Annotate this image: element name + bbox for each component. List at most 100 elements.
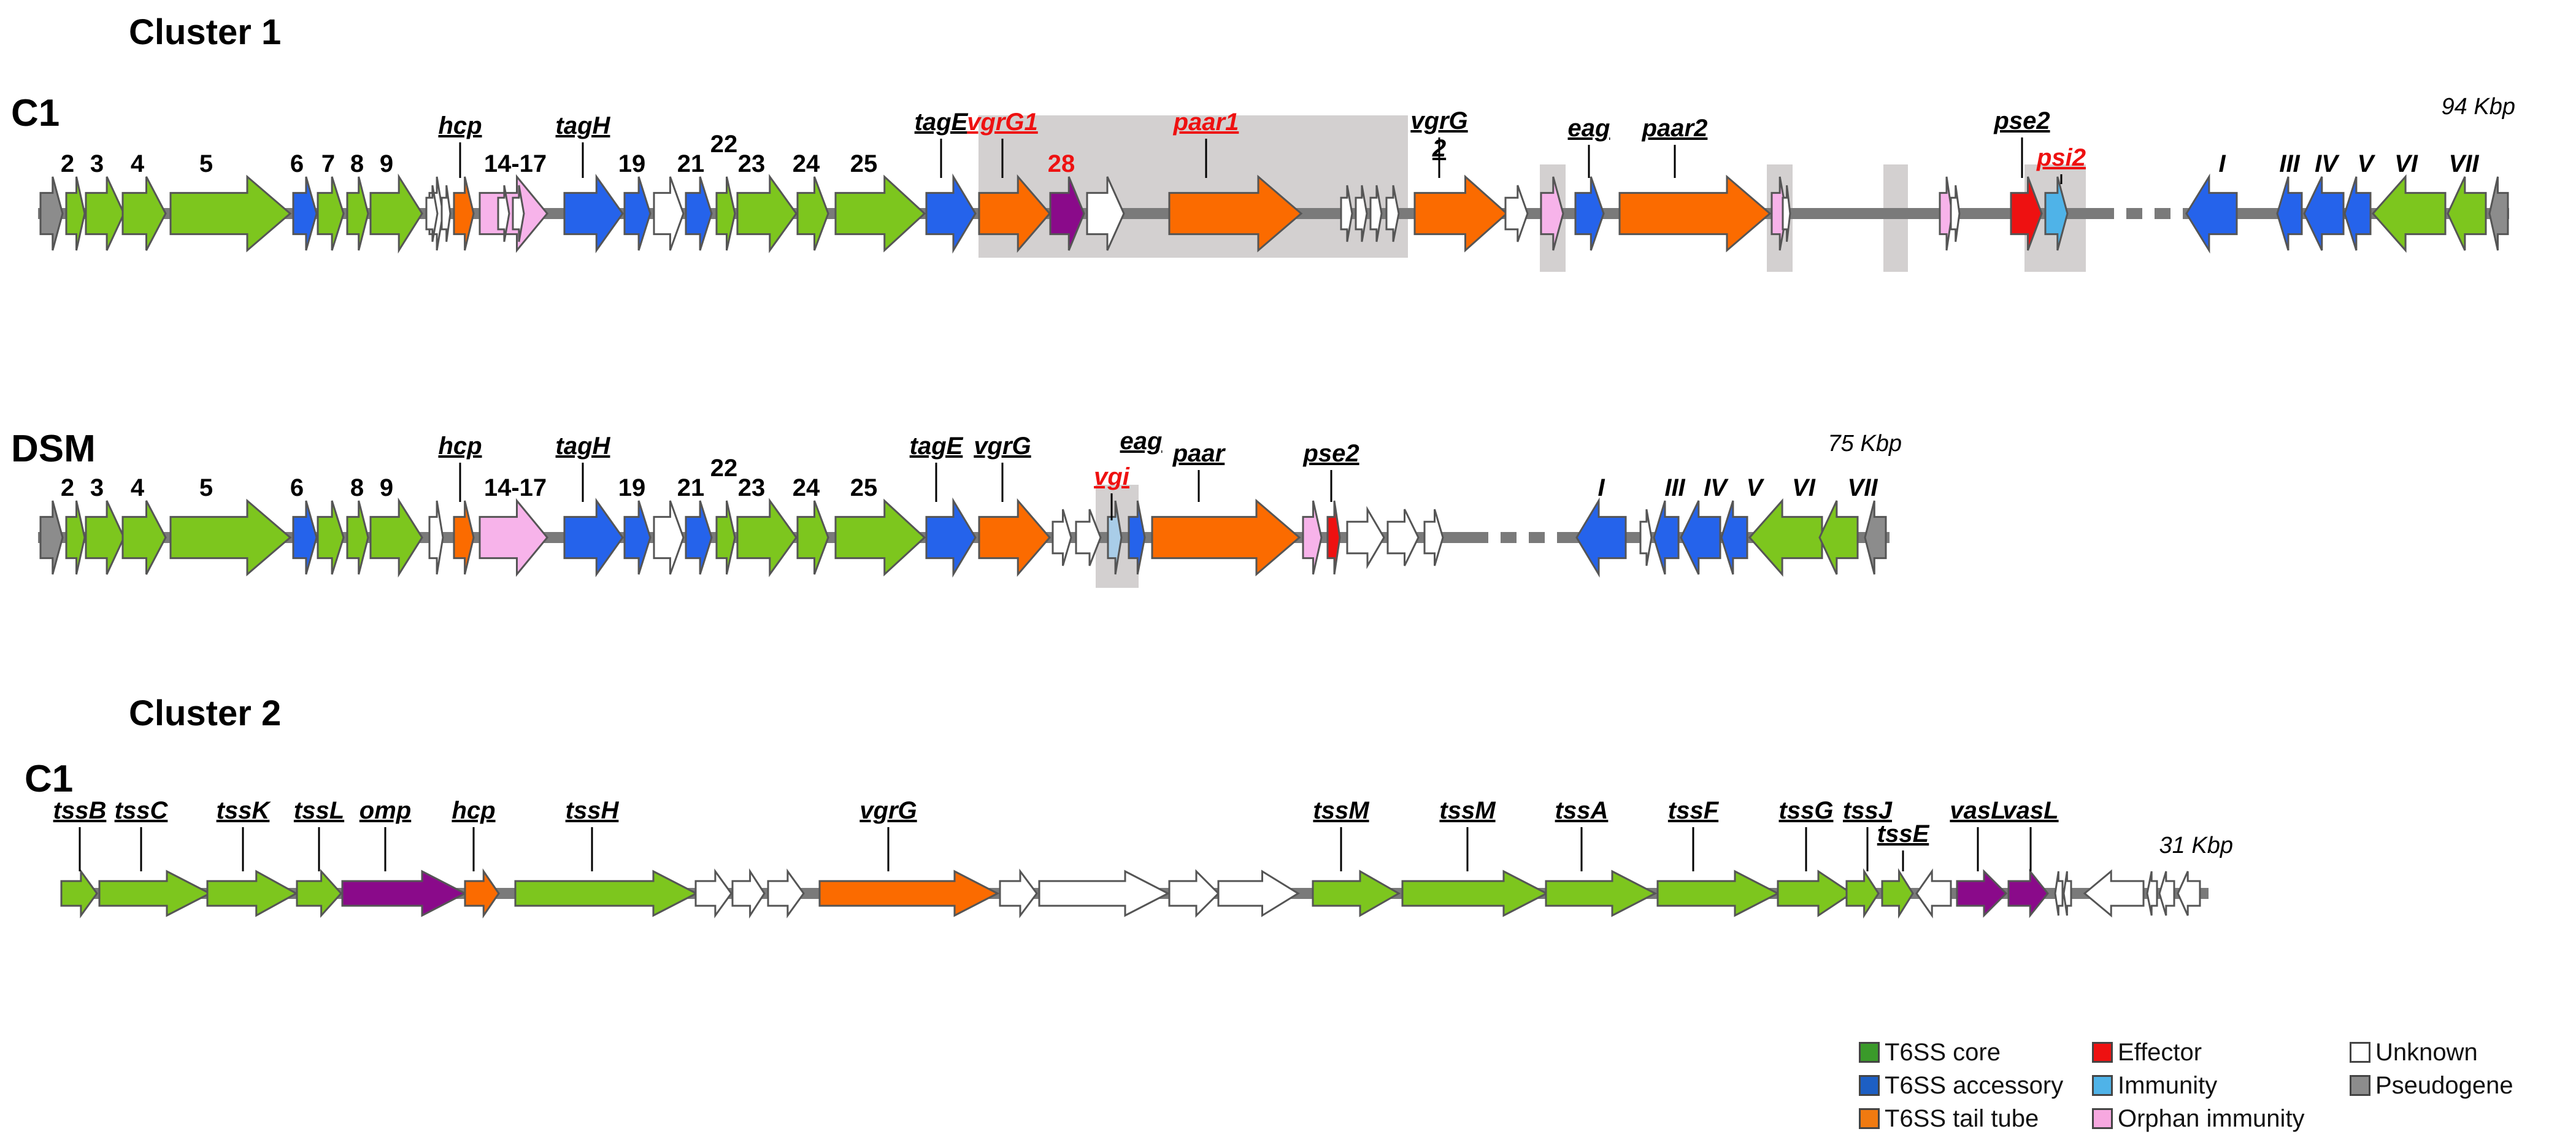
gene-name-callout: tssG xyxy=(1779,797,1834,824)
cluster-1-title: Cluster 1 xyxy=(129,12,281,52)
gene-arrow-core xyxy=(317,176,345,251)
gene-arrow-accessory xyxy=(1574,176,1605,251)
gene-name-callout: hcp xyxy=(438,433,482,460)
gene-arrow-accessory xyxy=(2276,176,2303,251)
gene-arrow-purple xyxy=(1049,176,1085,251)
gene-arrow-core xyxy=(346,176,369,251)
gene-arrow-pseudo xyxy=(2488,176,2509,251)
gene-number-label: 2 xyxy=(61,474,74,501)
gene-name-callout: 2 xyxy=(1432,135,1446,162)
legend-swatch-immunity xyxy=(2092,1075,2113,1096)
gene-arrow-unknown xyxy=(1217,869,1300,917)
gene-arrow-core xyxy=(85,176,125,251)
gene-arrow-unknown xyxy=(1915,868,1952,919)
gene-number-label: 22 xyxy=(710,131,738,158)
gene-arrow-unknown xyxy=(512,185,525,242)
gene-arrow-core xyxy=(2371,174,2447,253)
gene-arrow-unknown xyxy=(1340,185,1353,242)
legend-label-effector: Effector xyxy=(2118,1038,2202,1066)
gene-arrow-core xyxy=(65,500,86,575)
gene-arrow-orphan xyxy=(479,498,548,577)
legend-item-unknown: Unknown xyxy=(2350,1037,2478,1068)
legend-label-immunity: Immunity xyxy=(2118,1071,2218,1099)
gene-arrow-core xyxy=(736,174,798,253)
gene-arrow-core xyxy=(346,500,369,575)
gene-arrow-accessory xyxy=(925,173,977,254)
gene-arrow-pseudo xyxy=(39,500,64,575)
gene-arrow-unknown xyxy=(1346,506,1385,569)
gene-name-callout: tssA xyxy=(1555,797,1609,824)
gene-arrow-core xyxy=(317,500,345,575)
gene-number-label: VI xyxy=(2394,150,2418,177)
gene-arrow-core xyxy=(736,498,798,577)
gene-arrow-core xyxy=(1818,500,1859,575)
gene-arrow-pseudo xyxy=(39,176,64,251)
gene-number-label: 8 xyxy=(350,474,364,501)
gene-name-callout: vasL xyxy=(1950,797,2005,824)
gene-name-callout: paar1 xyxy=(1173,109,1239,136)
gene-arrow-core xyxy=(65,176,86,251)
gene-arrow-unknown xyxy=(1369,185,1383,242)
gene-number-label: 25 xyxy=(850,474,878,501)
gene-number-label: III xyxy=(1664,474,1685,501)
gene-number-label: V xyxy=(1747,474,1765,501)
gene-name-callout: omp xyxy=(359,797,411,824)
gene-arrow-tail xyxy=(1618,174,1772,253)
gene-arrow-unknown xyxy=(1386,509,1420,566)
gene-name-callout: pse2 xyxy=(1993,107,2050,134)
gene-arrow-accessory xyxy=(685,176,713,251)
gene-arrow-core xyxy=(1312,869,1401,917)
gene-name-callout: pse2 xyxy=(1302,440,1359,467)
legend-swatch-tail-tube xyxy=(1859,1108,1880,1129)
gene-name-callout: hcp xyxy=(452,797,495,824)
gene-number-label: VII xyxy=(2449,150,2480,177)
gene-name-callout: tagE xyxy=(915,109,969,136)
gene-name-callout: tssF xyxy=(1668,797,1720,824)
gene-number-label: 5 xyxy=(199,474,213,501)
gene-arrow-unknown xyxy=(1950,185,1961,242)
gene-name-callout: tssH xyxy=(566,797,620,824)
gene-number-label: 3 xyxy=(90,150,104,177)
legend-item-pseudogene: Pseudogene xyxy=(2350,1070,2513,1101)
gene-number-label: 24 xyxy=(793,150,820,177)
legend-label-core: T6SS core xyxy=(1885,1038,2001,1066)
track-name-c1-cluster2: C1 xyxy=(25,758,73,800)
gene-number-label: 24 xyxy=(793,474,820,501)
track-size-c1: 94 Kbp xyxy=(2442,94,2515,120)
gene-arrow-unknown xyxy=(2083,869,2145,918)
legend-item-tail-tube: T6SS tail tube xyxy=(1859,1103,2039,1134)
gene-arrow-core xyxy=(169,174,292,253)
legend-label-accessory: T6SS accessory xyxy=(1885,1071,2064,1099)
legend-label-orphan-immunity: Orphan immunity xyxy=(2118,1105,2305,1132)
gene-arrow-core xyxy=(796,500,829,575)
gene-number-label: 14-17 xyxy=(484,150,547,177)
gene-number-label: VI xyxy=(1792,474,1816,501)
gene-arrow-orphan xyxy=(1540,176,1564,251)
gene-number-label: I xyxy=(2218,150,2226,177)
legend-swatch-accessory xyxy=(1859,1075,1880,1096)
gene-number-label: 21 xyxy=(677,474,705,501)
gene-name-callout: tssC xyxy=(115,797,169,824)
track-size-c1-cluster2: 31 Kbp xyxy=(2159,833,2233,858)
legend-swatch-pseudogene xyxy=(2350,1075,2370,1096)
gene-arrow-unknown xyxy=(731,868,766,919)
gene-arrow-core xyxy=(369,497,423,578)
gene-arrow-core xyxy=(2447,176,2487,251)
gene-name-callout: tagH xyxy=(556,112,611,139)
gene-arrow-orphan xyxy=(1302,500,1323,575)
gene-number-label: 7 xyxy=(321,150,335,177)
gene-arrow-accessory xyxy=(1653,500,1680,575)
gene-name-callout: tssE xyxy=(1877,820,1930,847)
gene-arrow-unknown xyxy=(1639,509,1653,566)
legend-swatch-unknown xyxy=(2350,1042,2370,1063)
gene-name-callout: tssJ xyxy=(1843,797,1893,824)
gene-arrow-pseudo xyxy=(1864,500,1887,575)
gene-name-callout: tssM xyxy=(1439,797,1496,824)
gene-arrow-purple xyxy=(341,869,467,917)
gene-number-label: IV xyxy=(2315,150,2340,177)
gene-arrow-core xyxy=(514,869,699,917)
gene-arrow-accessory xyxy=(563,498,624,577)
gene-name-callout: hcp xyxy=(438,112,482,139)
gene-arrow-accessory xyxy=(292,176,318,251)
